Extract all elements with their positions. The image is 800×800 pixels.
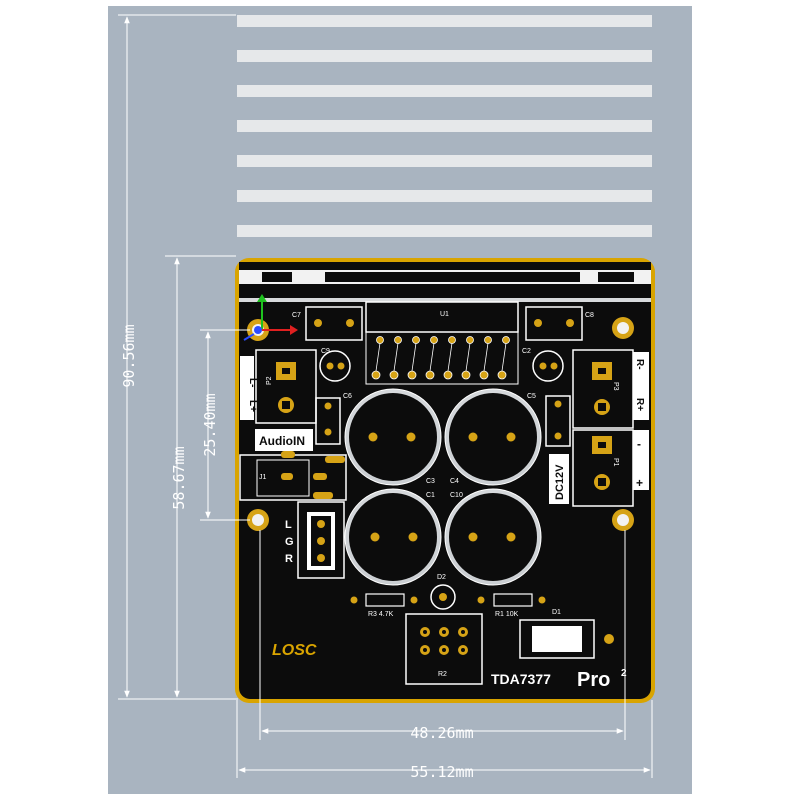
label-c2: C2 — [522, 348, 531, 355]
label-c5: C5 — [527, 393, 536, 400]
label-c8: C8 — [585, 312, 594, 319]
label-l-plus: L+ — [247, 400, 258, 412]
terminal-p1: P1 - + DC12V — [549, 429, 649, 507]
resistor-r1: R1 10K — [477, 593, 546, 618]
label-p2: P2 — [266, 376, 273, 385]
label-d2: D2 — [437, 574, 446, 581]
cap-c9: C9 — [319, 348, 351, 382]
label-model-sup: 2 — [621, 668, 627, 679]
audio-in-label: AudioIN — [255, 429, 313, 451]
label-u1: U1 — [440, 311, 449, 318]
label-r3: R3 4.7K — [368, 611, 394, 618]
label-minus: - — [637, 437, 641, 451]
label-r-plus: R+ — [634, 398, 645, 411]
label-audio-in: AudioIN — [259, 434, 305, 448]
label-r2: R2 — [438, 671, 447, 678]
heatsink — [237, 15, 652, 237]
label-lgr-g: G — [285, 536, 294, 548]
cap-c8: C8 — [525, 306, 594, 341]
label-lgr-l: L — [285, 519, 292, 531]
label-c10: C10 — [450, 492, 463, 499]
dimension-board-width — [236, 700, 653, 778]
pcb-board — [235, 258, 655, 703]
jack-j1: J1 — [239, 451, 347, 501]
diode-d1: D1 — [519, 609, 614, 659]
cap-c5: C5 — [527, 393, 571, 447]
label-p3: P3 — [612, 382, 619, 391]
cap-c1 — [344, 488, 442, 586]
label-dc12v: DC12V — [554, 464, 566, 500]
label-p1: P1 — [612, 458, 619, 467]
label-c4: C4 — [450, 478, 459, 485]
terminal-p2: P2 L- L+ — [240, 349, 317, 424]
dim-hole-spacing-h: 48.26mm — [410, 724, 473, 742]
dim-board-height: 58.67mm — [170, 446, 188, 509]
cap-c2: C2 — [522, 348, 564, 382]
diode-d2: D2 — [430, 574, 456, 610]
label-c9: C9 — [321, 348, 330, 355]
dim-board-width: 55.12mm — [410, 763, 473, 781]
dim-total-height: 90.56mm — [120, 324, 138, 387]
cap-c7: C7 — [292, 306, 363, 341]
label-c7: C7 — [292, 312, 301, 319]
label-l-minus: L- — [247, 378, 258, 387]
label-r1: R1 10K — [495, 611, 519, 618]
dimension-hole-spacing-v — [200, 329, 250, 521]
label-j1: J1 — [259, 474, 267, 481]
header-lgr: L G R — [285, 501, 345, 579]
terminal-p3: P3 R- R+ — [572, 349, 649, 429]
model-name: TDA7377 Pro 2 — [491, 668, 627, 691]
label-plus: + — [636, 476, 643, 490]
ic-u1: U1 — [365, 301, 519, 385]
cap-c3 — [344, 388, 442, 486]
label-c3: C3 — [426, 478, 435, 485]
cap-c6: C6 — [315, 393, 352, 445]
label-d1: D1 — [552, 609, 561, 616]
dimension-hole-spacing-h — [259, 530, 626, 740]
dim-hole-spacing-v: 25.40mm — [201, 393, 219, 456]
cap-c10 — [444, 488, 542, 586]
dimension-board-height — [165, 255, 238, 700]
brand-logo: LOSC — [272, 642, 317, 659]
label-c1: C1 — [426, 492, 435, 499]
resistor-r3: R3 4.7K — [350, 593, 418, 618]
label-lgr-r: R — [285, 553, 293, 565]
label-model-suffix: Pro — [577, 669, 610, 691]
cap-c4 — [444, 388, 542, 486]
label-c6: C6 — [343, 393, 352, 400]
origin-axes — [243, 294, 298, 341]
pot-r2: R2 — [405, 613, 483, 685]
label-r-minus: R- — [634, 359, 645, 370]
label-model: TDA7377 — [491, 671, 551, 687]
